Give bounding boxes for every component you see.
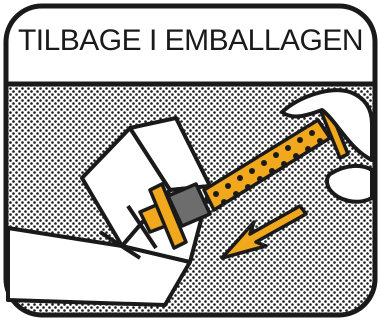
instruction-title: TILBAGE I EMBALLAGEN [0, 26, 381, 56]
